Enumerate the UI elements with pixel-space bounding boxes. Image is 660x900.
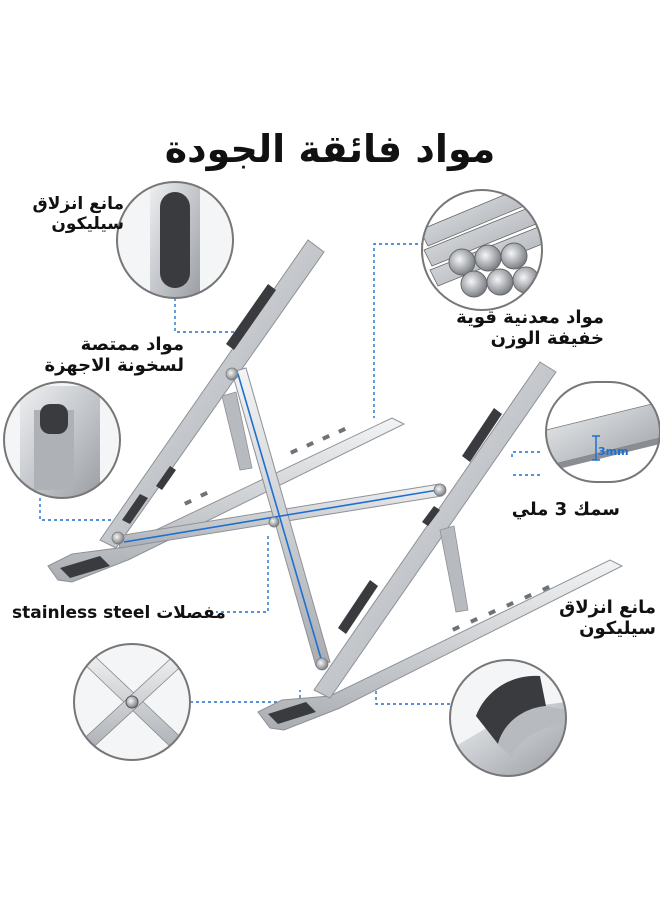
callout-line: لسخونة الاجهزة xyxy=(44,354,184,376)
stand-right xyxy=(257,361,624,731)
callout-line: مواد ممتصة xyxy=(80,334,184,355)
detail-silicone-foot xyxy=(449,659,567,777)
callout-heat-absorbing: مواد ممتصة لسخونة الاجهزة xyxy=(6,334,184,376)
leader-lines xyxy=(39,243,540,705)
callout-line: سيليكون xyxy=(579,617,656,639)
detail-silicone-pad-top xyxy=(116,181,234,299)
detail-metal-rods xyxy=(421,189,543,311)
thickness-badge: 3mm xyxy=(598,445,629,458)
callout-line: خفيفة الوزن xyxy=(490,327,604,349)
callout-line: مانع انزلاق xyxy=(559,597,656,618)
callout-line: مواد معدنية قوية xyxy=(456,307,604,328)
callout-line: مانع انزلاق xyxy=(32,194,124,214)
callout-anti-slip-bottom: مانع انزلاق سيليكون xyxy=(520,597,656,639)
detail-thickness xyxy=(545,381,660,483)
callout-metal-material: مواد معدنية قوية خفيفة الوزن xyxy=(378,307,604,349)
detail-hinge xyxy=(73,643,191,761)
callout-line: سيليكون xyxy=(51,213,124,234)
callout-thickness: سمك 3 ملي xyxy=(511,499,620,520)
detail-heat-absorbing xyxy=(3,381,121,499)
callout-hinges: stainless steel مفصلات xyxy=(12,603,226,623)
callout-anti-slip-top: مانع انزلاق سيليكون xyxy=(6,194,124,234)
cross-braces xyxy=(111,367,447,671)
headline-title: مواد فائقة الجودة xyxy=(164,127,496,171)
